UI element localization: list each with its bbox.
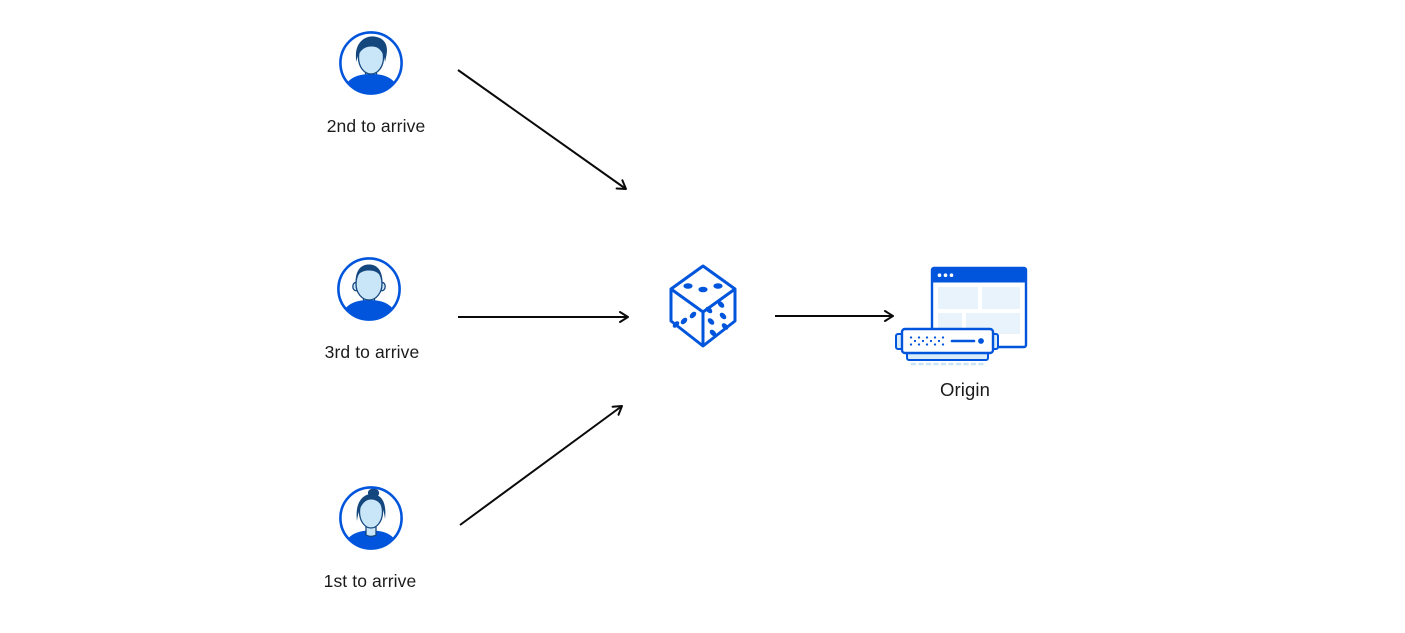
woman-avatar-icon — [339, 486, 403, 550]
man-avatar-icon — [339, 31, 403, 95]
arrow-second-to-dice — [457, 69, 627, 190]
label-second-to-arrive: 2nd to arrive — [326, 116, 426, 136]
arrow-first-to-dice — [459, 405, 623, 526]
server-box — [895, 327, 999, 366]
label-third-to-arrive: 3rd to arrive — [324, 342, 420, 362]
origin-server-icon — [895, 266, 1028, 366]
label-origin: Origin — [940, 379, 990, 400]
man-avatar-icon — [337, 257, 401, 321]
label-first-to-arrive: 1st to arrive — [323, 571, 417, 591]
dice-icon — [669, 264, 737, 348]
